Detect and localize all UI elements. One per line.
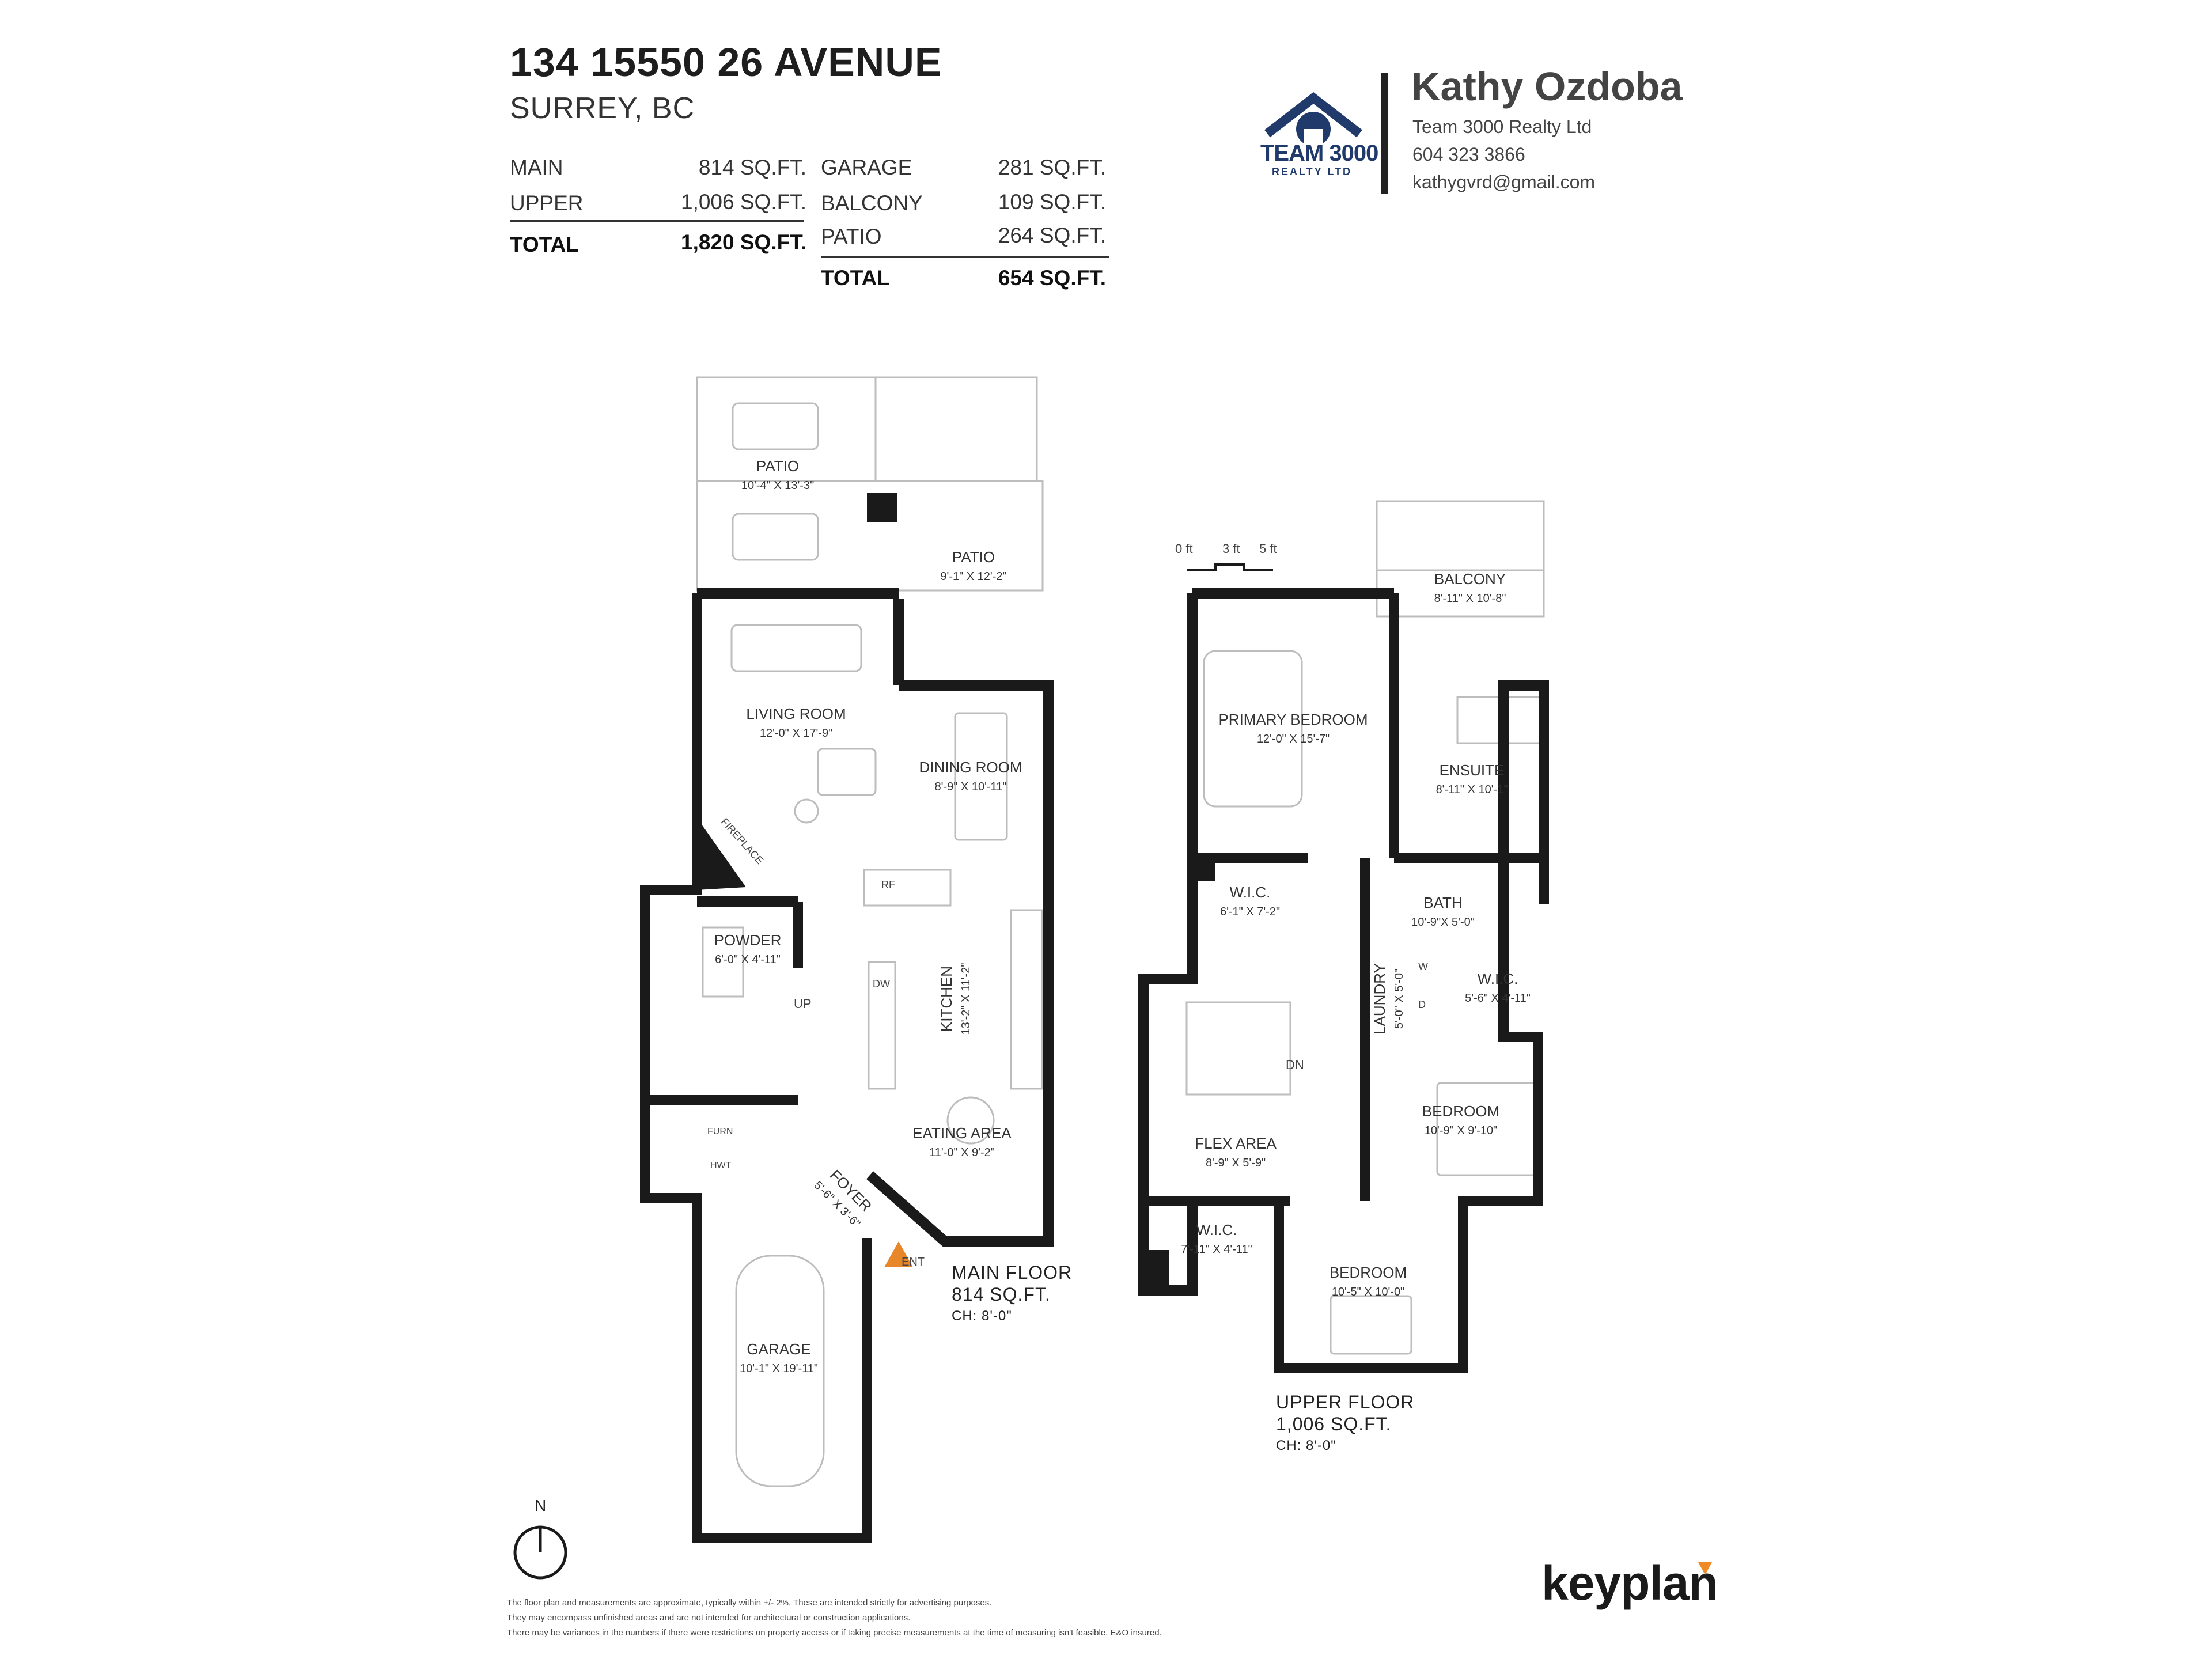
- upper-column-2: [1146, 1250, 1169, 1285]
- disclaimer-line-3: There may be variances in the numbers if…: [507, 1628, 1162, 1638]
- fixtures: [696, 376, 1545, 1487]
- disclaimer-line-1: The floor plan and measurements are appr…: [507, 1598, 992, 1608]
- patio-post: [867, 493, 897, 522]
- area-label-living-total: TOTAL: [510, 233, 579, 256]
- dishwasher-label: DW: [873, 978, 890, 990]
- entry-marker: [884, 1241, 913, 1267]
- agent-name: Kathy Ozdoba: [1411, 64, 1683, 109]
- agent-divider: [1381, 73, 1388, 194]
- area-label-patio: PATIO: [821, 225, 882, 248]
- fireplace-shape: [697, 818, 746, 890]
- area-summary-table: MAIN 814 SQ.FT. UPPER 1,006 SQ.FT. TOTAL…: [510, 156, 1120, 290]
- area-label-balcony: BALCONY: [821, 191, 923, 215]
- area-value-balcony: 109 SQ.FT.: [998, 190, 1106, 214]
- scale-label-5: 5 ft: [1259, 541, 1277, 556]
- dryer-label: D: [1418, 999, 1426, 1010]
- room-wic-lower: W.I.C.7'-11" X 4'-11": [1181, 1221, 1252, 1256]
- area-value-living-total: 1,820 SQ.FT.: [681, 230, 806, 254]
- disclaimer-line-2: They may encompass unfinished areas and …: [507, 1613, 911, 1623]
- agent-phone: 604 323 3866: [1412, 144, 1525, 165]
- upper-floor-caption: UPPER FLOOR 1,006 SQ.FT. CH: 8'-0": [1276, 1392, 1415, 1453]
- upper-floor-walls: [1138, 588, 1549, 1373]
- disclaimer: The floor plan and measurements are appr…: [507, 1596, 1429, 1641]
- area-divider: [510, 220, 804, 222]
- scale-label-3: 3 ft: [1222, 541, 1240, 556]
- area-label-exterior-total: TOTAL: [821, 266, 890, 290]
- area-label-main: MAIN: [510, 156, 563, 179]
- area-label-upper: UPPER: [510, 191, 584, 215]
- stairs-down-label: DN: [1286, 1058, 1304, 1072]
- agent-email: kathygvrd@gmail.com: [1412, 172, 1596, 192]
- property-city: SURREY, BC: [510, 92, 695, 125]
- area-label-garage: GARAGE: [821, 156, 912, 179]
- washer-label: W: [1418, 961, 1428, 972]
- upper-column: [1192, 853, 1215, 881]
- stairs-up-label: UP: [794, 997, 812, 1011]
- logo-text: TEAM 3000: [1260, 141, 1378, 166]
- fridge-label: RF: [881, 879, 895, 891]
- area-value-patio: 264 SQ.FT.: [998, 224, 1106, 247]
- area-value-upper: 1,006 SQ.FT.: [681, 190, 806, 214]
- hot-water-tank-label: HWT: [710, 1161, 732, 1171]
- furnace-label: FURN: [707, 1127, 733, 1137]
- logo-subtext: REALTY LTD: [1272, 166, 1352, 177]
- main-floor-caption: MAIN FLOOR 814 SQ.FT. CH: 8'-0": [952, 1262, 1073, 1324]
- keyplan-logo: keyplan: [1541, 1556, 1718, 1610]
- team-3000-logo: [1256, 92, 1371, 184]
- area-divider-exterior: [821, 256, 1109, 258]
- entry-label: ENT: [902, 1256, 925, 1268]
- balcony-outline: [1376, 500, 1545, 571]
- area-value-garage: 281 SQ.FT.: [998, 156, 1106, 179]
- area-value-exterior-total: 654 SQ.FT.: [998, 266, 1106, 290]
- keyplan-accent-icon: [1698, 1562, 1712, 1575]
- scale-bar: [1187, 563, 1273, 571]
- main-floor-walls: [640, 588, 1054, 1543]
- compass-north-label: N: [535, 1497, 547, 1514]
- scale-label-0: 0 ft: [1175, 541, 1193, 556]
- area-value-main: 814 SQ.FT.: [698, 156, 806, 179]
- room-wic-secondary: W.I.C.5'-6" X 4'-11": [1465, 970, 1531, 1005]
- agent-company: Team 3000 Realty Ltd: [1412, 116, 1592, 137]
- room-wic-primary: W.I.C.6'-1" X 7'-2": [1219, 884, 1281, 918]
- property-address: 134 15550 26 AVENUE: [510, 40, 942, 85]
